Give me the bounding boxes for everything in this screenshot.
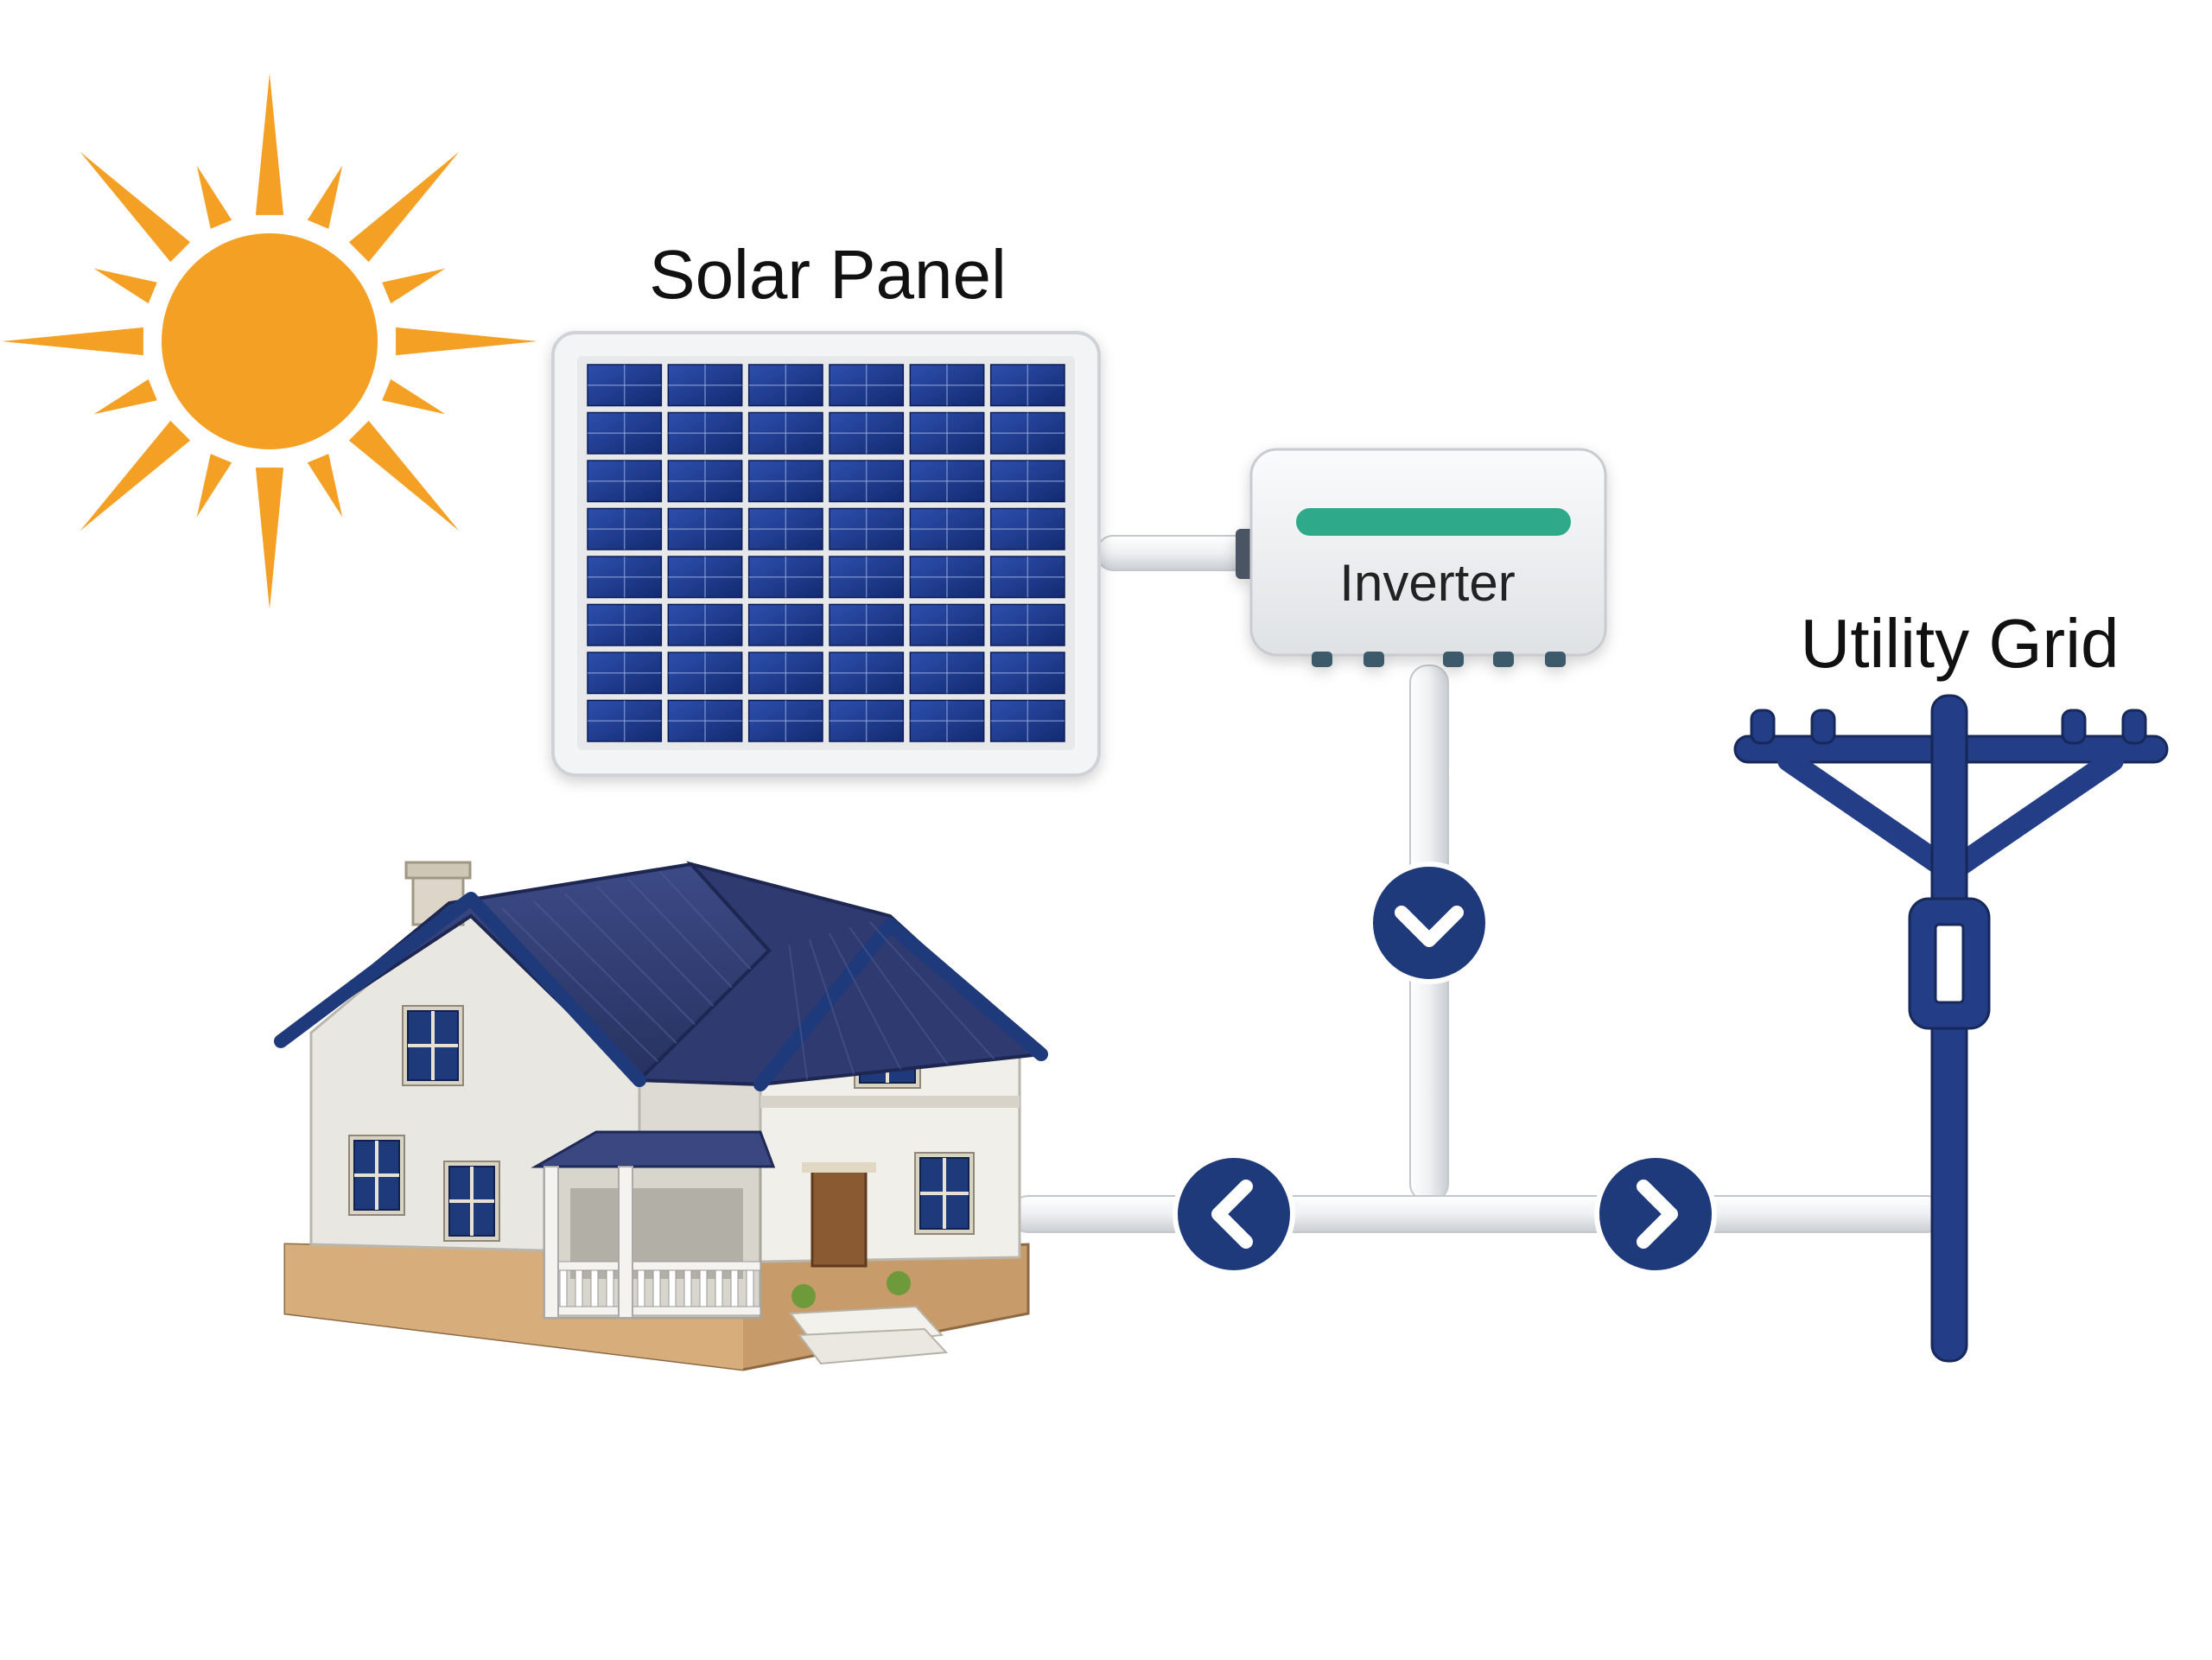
chevron-right-icon bbox=[1637, 1180, 1678, 1249]
house-porch-railing bbox=[552, 1261, 761, 1316]
sun-ray bbox=[382, 268, 446, 304]
inverter-label: Inverter bbox=[1339, 554, 1515, 612]
sun-ray bbox=[79, 420, 191, 531]
sun-ray bbox=[307, 454, 343, 518]
sun-ray bbox=[348, 420, 460, 531]
sun-ray bbox=[196, 165, 232, 229]
sun-icon bbox=[2, 73, 537, 609]
inverter bbox=[1236, 448, 1607, 667]
pole-insulator bbox=[2121, 709, 2147, 745]
inverter-ports bbox=[1312, 652, 1566, 667]
inverter-port bbox=[1493, 652, 1514, 667]
chevron-down-icon bbox=[1395, 906, 1464, 947]
utility-grid-label: Utility Grid bbox=[1801, 605, 2120, 682]
flow-left-badge bbox=[1173, 1153, 1295, 1275]
pipe-panel-inverter bbox=[1096, 535, 1254, 571]
inverter-port bbox=[1363, 652, 1384, 667]
inverter-port bbox=[1545, 652, 1566, 667]
chevron-left-icon bbox=[1211, 1180, 1253, 1249]
solar-panel-inner bbox=[577, 356, 1075, 750]
inverter-indicator-bar bbox=[1296, 508, 1571, 536]
solar-panel bbox=[551, 331, 1101, 777]
sun-ray bbox=[382, 378, 446, 415]
pole-insulators bbox=[1750, 709, 2147, 745]
sun-ray bbox=[2, 327, 143, 356]
sun-ray bbox=[348, 151, 460, 263]
house-roof-shingles bbox=[501, 870, 995, 1080]
pole-insulator bbox=[2061, 709, 2087, 745]
sun-ray bbox=[255, 73, 284, 215]
house-porch-roof bbox=[531, 1130, 776, 1168]
inverter-port bbox=[1312, 652, 1332, 667]
flow-down-badge bbox=[1368, 862, 1491, 984]
utility-pole bbox=[1733, 694, 2169, 1363]
pole-insulator bbox=[1750, 709, 1776, 745]
pole-transformer-window bbox=[1934, 923, 1965, 1004]
house-door bbox=[810, 1169, 868, 1268]
solar-panel-cells bbox=[587, 364, 1065, 742]
sun-ray bbox=[255, 467, 284, 609]
sun-ray bbox=[196, 454, 232, 518]
house bbox=[274, 861, 1048, 1371]
inverter-body bbox=[1249, 448, 1607, 657]
inverter-port bbox=[1443, 652, 1464, 667]
pipe-bus bbox=[1010, 1195, 1945, 1233]
flow-right-badge bbox=[1594, 1153, 1717, 1275]
sun-disc bbox=[162, 233, 378, 449]
sun-ray bbox=[396, 327, 537, 356]
sun-ray bbox=[79, 151, 191, 263]
sun-ray bbox=[93, 378, 157, 415]
sun-ray bbox=[93, 268, 157, 304]
pole-insulator bbox=[1810, 709, 1836, 745]
pole-brace-right bbox=[1950, 749, 2124, 875]
pole-brace-left bbox=[1777, 749, 1951, 875]
solar-panel-label: Solar Panel bbox=[649, 236, 1007, 313]
sun-ray bbox=[307, 165, 343, 229]
